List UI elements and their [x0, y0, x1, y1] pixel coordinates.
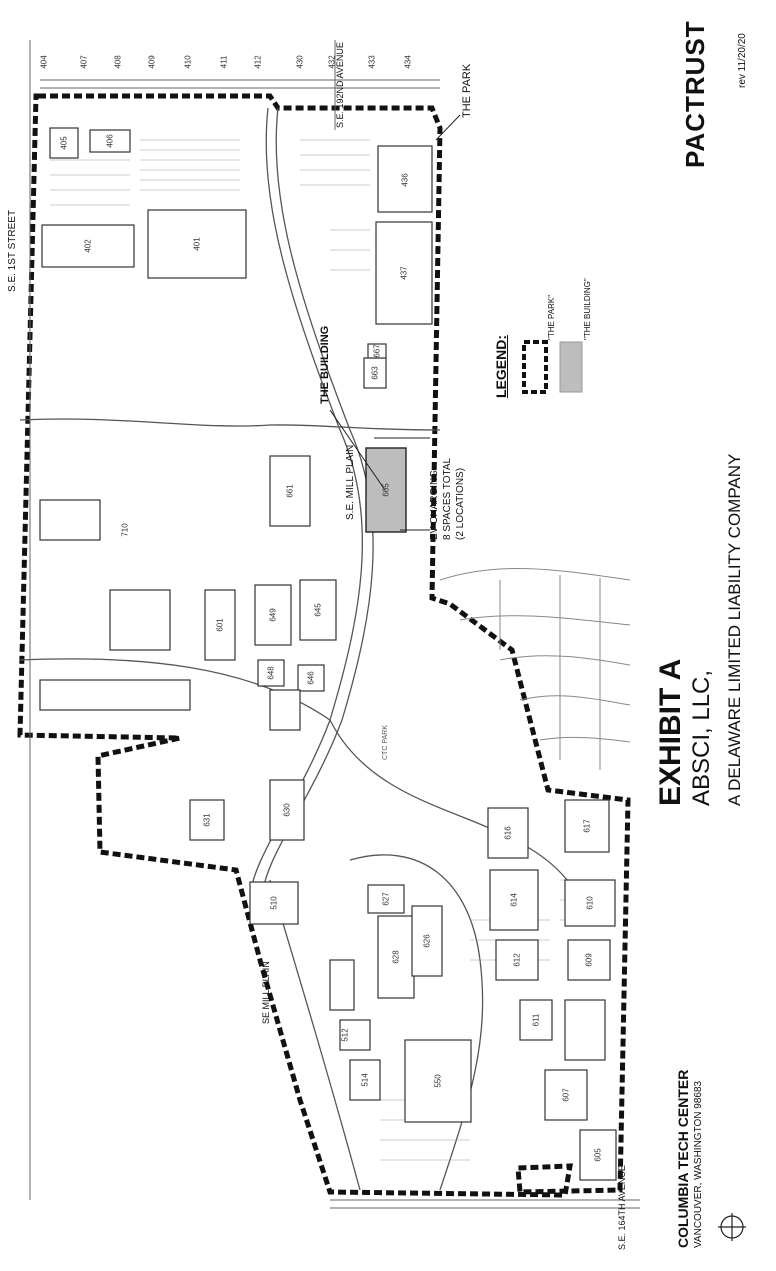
revision-date: rev 11/20/20 — [737, 33, 748, 88]
building-number: 645 — [313, 603, 323, 617]
building-number: 406 — [105, 134, 115, 148]
building-number: 663 — [370, 366, 380, 380]
building-number: 710 — [120, 523, 130, 537]
the-park-callout: THE PARK — [461, 63, 473, 118]
building-number: 630 — [282, 803, 292, 817]
ev-charging-line3: (2 LOCATIONS) — [455, 467, 466, 540]
street-label-mill-plain: S.E. MILL PLAIN — [345, 444, 356, 520]
building-number: 626 — [422, 934, 432, 948]
address-tick: 404 — [39, 55, 49, 69]
the-building-highlight — [365, 447, 407, 533]
building-number: 648 — [266, 666, 276, 680]
exhibit-title: EXHIBIT A — [654, 658, 687, 806]
building-number: 512 — [340, 1028, 350, 1042]
building-number: 605 — [593, 1148, 603, 1162]
address-tick: 434 — [403, 55, 413, 69]
pactrust-logo: PACTRUST — [680, 20, 710, 168]
address-tick: 411 — [219, 55, 229, 69]
building-number: 607 — [561, 1088, 571, 1102]
building-number: 617 — [582, 819, 592, 833]
building-number: 667 — [372, 344, 382, 358]
building-number: 627 — [381, 892, 391, 906]
building-number: 628 — [391, 950, 401, 964]
ev-charging-line2: 8 SPACES TOTAL — [442, 457, 453, 540]
building-number: 611 — [531, 1013, 541, 1027]
address-tick: 407 — [79, 55, 89, 69]
address-tick: 433 — [367, 55, 377, 69]
address-tick: 410 — [183, 55, 193, 69]
north-arrow-icon — [718, 1213, 746, 1241]
address-tick: 412 — [253, 55, 263, 69]
building-number: 616 — [503, 826, 513, 840]
building-number: 510 — [269, 896, 279, 910]
legend-heading: LEGEND: — [493, 335, 509, 398]
building-number: 405 — [59, 136, 69, 150]
legend-park-label: "THE PARK" — [547, 294, 556, 340]
building-number: 661 — [285, 484, 295, 498]
the-building-callout: THE BUILDING — [319, 325, 331, 404]
building-number: 649 — [268, 608, 278, 622]
ctc-park-label: CTC PARK — [382, 725, 389, 760]
project-address: VANCOUVER, WASHINGTON 98683 — [693, 1080, 704, 1248]
legend-building-label: "THE BUILDING" — [583, 278, 592, 340]
building-number: 665 — [381, 483, 391, 497]
building-number: 436 — [400, 173, 410, 187]
ev-charging-line1: EV CHARGING — [429, 469, 440, 540]
street-label-se-192nd: S.E. 192ND AVENUE — [335, 42, 345, 128]
building-number: 609 — [584, 953, 594, 967]
building-number: 610 — [585, 896, 595, 910]
company-name: ABSCI, LLC, — [688, 669, 715, 806]
street-label-se-164th: S.E. 164TH AVENUE — [617, 1165, 627, 1250]
building-number: 401 — [192, 237, 202, 251]
building-number: 646 — [306, 671, 316, 685]
address-tick: 408 — [113, 55, 123, 69]
building-number: 614 — [509, 893, 519, 907]
building-number: 550 — [433, 1074, 443, 1088]
legend-park-swatch — [522, 340, 548, 394]
building-number: 514 — [360, 1073, 370, 1087]
building-number: 631 — [202, 813, 212, 827]
company-description: A DELAWARE LIMITED LIABILITY COMPANY — [725, 453, 744, 806]
park-boundary — [17, 93, 631, 1198]
address-tick: 409 — [147, 55, 157, 69]
project-title: COLUMBIA TECH CENTER — [675, 1069, 691, 1248]
address-tick: 430 — [295, 55, 305, 69]
building-number: 601 — [215, 618, 225, 632]
building-number: 612 — [512, 953, 522, 967]
legend-building-swatch — [559, 341, 583, 393]
street-label-se-1st: S.E. 1ST STREET — [7, 209, 18, 292]
street-label-mill-plain-west: SE MILL PLAIN — [261, 961, 271, 1024]
building-number: 437 — [399, 266, 409, 280]
building-number: 402 — [83, 239, 93, 253]
